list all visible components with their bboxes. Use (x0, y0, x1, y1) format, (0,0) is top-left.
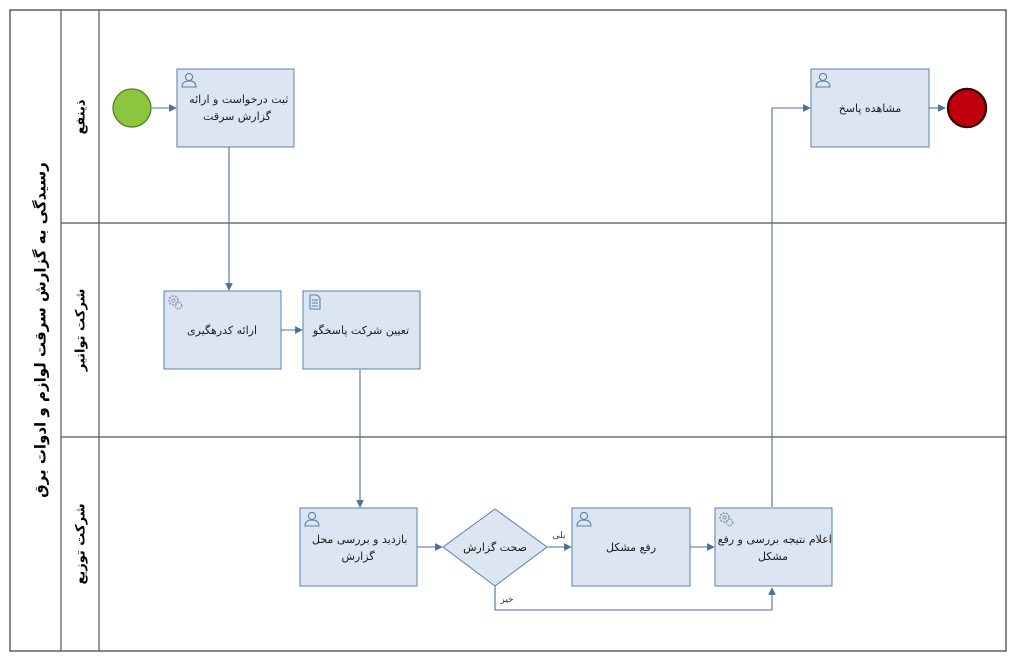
task-assign-company: تعیین شرکت پاسخگو (302, 290, 421, 370)
task-label: گزارش سرقت (203, 110, 272, 123)
gateway-label: صحت گزارش (463, 541, 527, 554)
task-label: بازدید و بررسی محل (312, 533, 407, 546)
task-label: گزارش (341, 550, 375, 563)
gateway-yes-label: بلی (553, 531, 566, 541)
lane-label-beneficiary: ذینفع (74, 99, 89, 134)
task-label: تعیین شرکت پاسخگو (312, 324, 409, 337)
task-issue-tracking-code: ارائه کدرهگیری (163, 290, 282, 370)
svg-text:اعلام نتیجه بررسی و رفع: اعلام نتیجه بررسی و رفع مشکل (714, 533, 832, 563)
svg-text:مشاهده پاسخ: مشاهده پاسخ (839, 102, 902, 115)
svg-text:بازدید و بررسی محل گزارش: بازدید و بررسی محل گزارش (309, 533, 408, 563)
pool-title: رسیدگی به گزارش سرقت لوازم و ادوات برق (32, 162, 50, 498)
task-announce-result: اعلام نتیجه بررسی و رفع مشکل (714, 507, 833, 587)
sequence-flows (152, 104, 946, 611)
end-event (946, 87, 988, 129)
task-submit-request: ثبت درخواست و ارائه گزارش سرقت (176, 68, 295, 148)
task-label: مشاهده پاسخ (839, 102, 902, 115)
svg-text:ثبت درخواست و ارائه گزار: ثبت درخواست و ارائه گزارش سرقت (186, 93, 289, 123)
start-event (112, 88, 152, 128)
flow-announce-to-view (771, 104, 811, 507)
task-view-response: مشاهده پاسخ (810, 68, 930, 148)
svg-text:رفع مشکل: رفع مشکل (606, 541, 656, 554)
svg-text:ارائه کدرهگیری: ارائه کدرهگیری (187, 324, 257, 337)
gateway-no-label: خیر (499, 595, 513, 605)
task-label: مشکل (758, 550, 788, 563)
task-label: اعلام نتیجه بررسی و رفع (718, 533, 832, 546)
task-fix-problem: رفع مشکل (571, 507, 691, 587)
task-label: رفع مشکل (606, 541, 656, 554)
task-site-inspection: بازدید و بررسی محل گزارش (299, 507, 418, 587)
flow-gateway-no (494, 586, 776, 611)
gateway-report-validity: صحت گزارش (442, 508, 548, 587)
task-label: ارائه کدرهگیری (187, 324, 257, 337)
task-label: ثبت درخواست و ارائه (189, 93, 288, 106)
lane-label-distribution: شرکت توزیع (74, 504, 89, 585)
svg-text:تعیین شرکت پاسخگو: تعیین شرکت پاسخگو (312, 324, 409, 337)
lane-label-tavanir: شرکت توانیر (74, 289, 89, 372)
